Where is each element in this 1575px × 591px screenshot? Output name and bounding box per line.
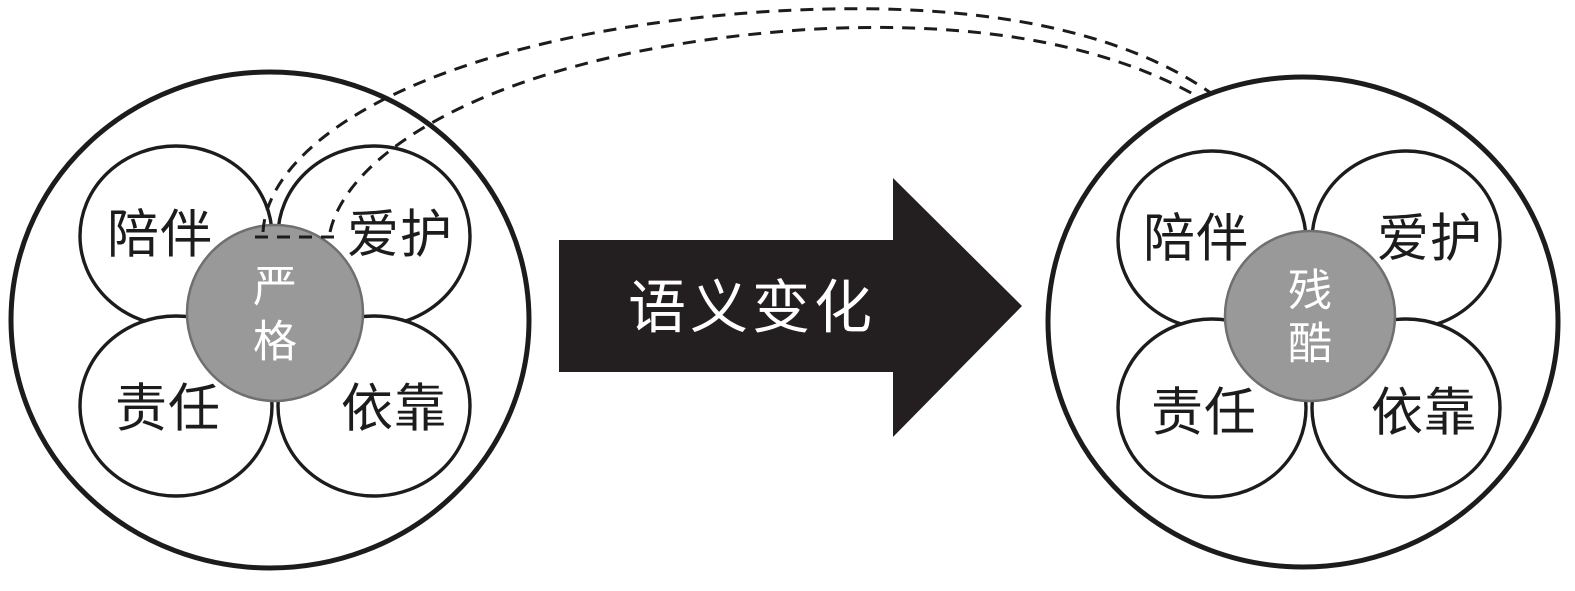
source-core-circle <box>185 223 365 403</box>
group-source: 陪伴 爱护 责任 依靠 严 格 <box>8 69 532 571</box>
source-petal-label-bottom-left: 责任 <box>115 382 221 439</box>
target-petal-label-bottom-right: 依靠 <box>1371 386 1477 443</box>
target-petal-label-bottom-left: 责任 <box>1151 386 1257 443</box>
source-core-label-line2: 格 <box>253 318 297 367</box>
target-core-label-line2: 酷 <box>1288 320 1332 369</box>
source-petal-label-bottom-right: 依靠 <box>341 382 447 439</box>
target-petal-label-top-right: 爱护 <box>1377 212 1483 269</box>
target-core-circle <box>1223 229 1397 403</box>
source-petal-label-top-right: 爱护 <box>347 208 453 265</box>
transition-arrow: 语义变化 <box>559 178 1022 437</box>
arrow-label-text: 语义变化 <box>628 276 876 341</box>
target-core-label-line1: 残 <box>1288 267 1332 316</box>
source-petal-label-top-left: 陪伴 <box>107 208 213 265</box>
source-core-label-line1: 严 <box>253 263 297 312</box>
arrow-shape <box>559 178 1022 437</box>
target-petal-label-top-left: 陪伴 <box>1143 212 1249 269</box>
group-target: 陪伴 爱护 责任 依靠 残 酷 <box>1045 74 1561 570</box>
